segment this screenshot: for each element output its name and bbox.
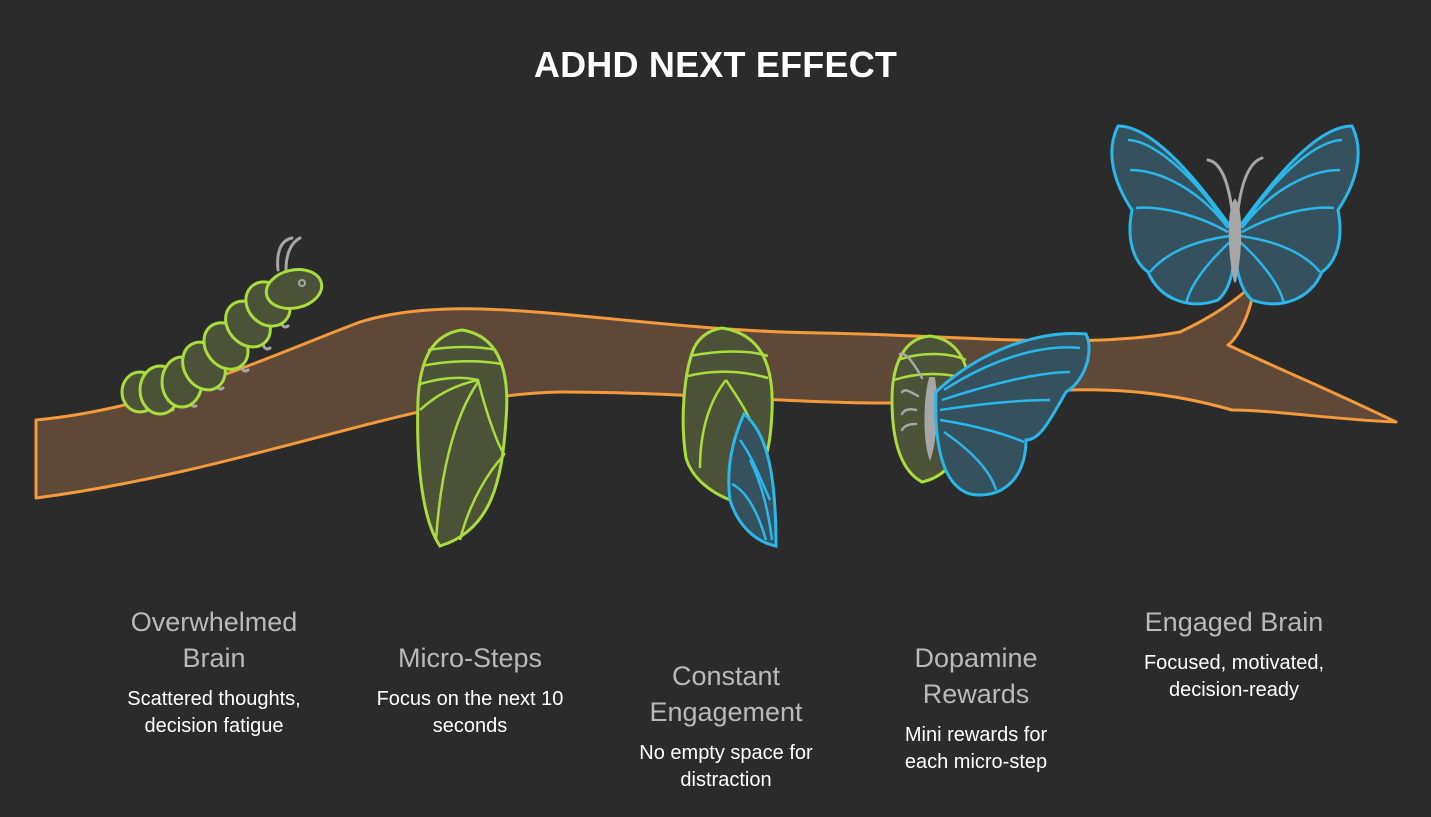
- stage-label: Engaged Brain: [1144, 607, 1324, 637]
- diagram-title: ADHD NEXT EFFECT: [533, 44, 898, 85]
- caterpillar-icon: [120, 236, 324, 416]
- stage-description: Focus on the next 10 seconds: [376, 688, 564, 737]
- stage-label: Dopamine Rewards: [914, 643, 1038, 709]
- stage-description: Focused, motivated, decision-ready: [1143, 652, 1325, 701]
- emerging-chrysalis-icon: [681, 326, 778, 548]
- stage-label: Micro-Steps: [397, 643, 543, 673]
- stage-label: Constant Engagement: [649, 661, 803, 727]
- stage-overwhelmed-brain: Overwhelmed Brain Scattered thoughts, de…: [94, 604, 334, 740]
- stage-dopamine-rewards: Dopamine Rewards Mini rewards for each m…: [856, 640, 1096, 776]
- stage-description: Scattered thoughts, decision fatigue: [127, 688, 301, 737]
- stage-description: Mini rewards for each micro-step: [904, 724, 1048, 773]
- butterfly-icon: [1110, 124, 1360, 306]
- stage-constant-engagement: Constant Engagement No empty space for d…: [606, 658, 846, 794]
- stage-description: No empty space for distraction: [639, 742, 813, 791]
- butterfly-emerging-icon: [890, 332, 1091, 497]
- stage-engaged-brain: Engaged Brain Focused, motivated, decisi…: [1114, 604, 1354, 704]
- stage-micro-steps: Micro-Steps Focus on the next 10 seconds: [350, 640, 590, 740]
- stage-label: Overwhelmed Brain: [130, 607, 298, 673]
- chrysalis-icon: [416, 328, 509, 548]
